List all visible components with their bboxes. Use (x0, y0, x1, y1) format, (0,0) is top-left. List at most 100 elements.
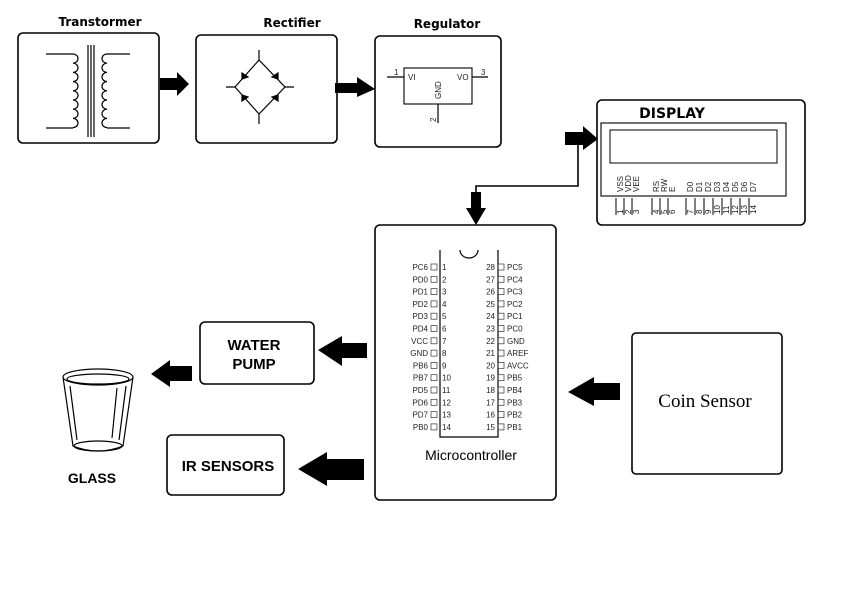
regulator-pin3: 3 (481, 68, 486, 77)
mcu-left-pin-name: PD3 (412, 312, 428, 321)
mcu-pin-pad (497, 337, 505, 345)
mcu-pin-pad (497, 275, 505, 283)
mcu-right-pin-number: 17 (486, 398, 495, 407)
rectifier-title: Rectifier (263, 16, 320, 30)
mcu-left-pin-name: VCC (411, 337, 428, 346)
bridge-rectifier-icon (226, 50, 294, 124)
mcu-left-pin-name: PD0 (412, 275, 428, 284)
power-line-to-microcontroller (475, 145, 579, 205)
mcu-pin-pad (430, 337, 438, 345)
mcu-left-pin-number: 2 (442, 275, 447, 284)
mcu-right-pin-name: PC2 (507, 300, 523, 309)
lcd-signal-label: RW (660, 178, 669, 192)
mcu-right-pin-name: PC4 (507, 275, 523, 284)
arrow-rectifier-to-regulator (335, 77, 375, 97)
mcu-left-pin-name: PC6 (412, 263, 428, 272)
ir-sensors-label: IR SENSORS (182, 458, 275, 475)
lcd-pin-number: 2 (624, 209, 633, 214)
glass-label: GLASS (68, 470, 116, 486)
mcu-pin-pad (497, 386, 505, 394)
arrow-transformer-to-rectifier (160, 72, 189, 96)
arrow-coin-sensor-to-mcu (568, 377, 620, 406)
lcd-pin-number: 7 (686, 209, 695, 214)
mcu-left-pin-name: PD4 (412, 325, 428, 334)
regulator-pin1: 1 (394, 68, 399, 77)
mcu-right-pin-name: PC1 (507, 312, 523, 321)
mcu-left-pin-number: 12 (442, 398, 451, 407)
lcd-signal-label: D7 (749, 181, 758, 192)
mcu-right-pin-name: PB1 (507, 423, 523, 432)
mcu-pin-pad (430, 288, 438, 295)
lcd-frame (600, 122, 787, 197)
mcu-left-pin-name: PD5 (412, 386, 428, 395)
lcd-signal-label: D2 (704, 181, 713, 192)
mcu-left-pin-number: 5 (442, 312, 447, 321)
mcu-pin-pad (497, 398, 505, 406)
glass-icon (62, 368, 134, 452)
lcd-pin-number: 10 (713, 205, 722, 214)
mcu-left-pin-number: 10 (442, 374, 451, 383)
lcd-signal-label: E (668, 187, 677, 192)
mcu-pin-pad (430, 423, 438, 431)
regulator-title: Regulator (414, 17, 481, 31)
mcu-right-pin-name: AVCC (507, 361, 529, 370)
lcd-pin-number: 8 (695, 209, 704, 214)
lcd-pin-number: 13 (740, 205, 749, 214)
lcd-pin-number: 9 (704, 209, 713, 214)
lcd-signal-label: D1 (695, 181, 704, 192)
mcu-right-pin-number: 26 (486, 288, 495, 297)
arrow-water-pump-to-glass (151, 360, 192, 387)
lcd-signal-label: D3 (713, 181, 722, 192)
mcu-left-pin-number: 8 (442, 349, 447, 358)
mcu-pin-pad (497, 300, 505, 308)
mcu-right-pin-number: 20 (486, 361, 495, 370)
mcu-left-pin-number: 9 (442, 361, 447, 370)
lcd-pin-number: 1 (616, 209, 625, 214)
mcu-pin-pad (497, 411, 505, 418)
rectifier-block: Rectifier (195, 16, 338, 144)
lcd-pin-number: 4 (652, 209, 661, 214)
mcu-left-pin-number: 6 (442, 325, 447, 334)
coin-sensor-label: Coin Sensor (658, 391, 752, 412)
mcu-right-pin-name: PB2 (507, 411, 523, 420)
microcontroller-label: Microcontroller (425, 447, 517, 463)
mcu-left-pin-number: 14 (442, 423, 451, 432)
mcu-left-pin-name: PD7 (412, 411, 428, 420)
arrow-regulator-to-display (565, 126, 598, 150)
mcu-right-pin-name: PC5 (507, 263, 523, 272)
lcd-signal-label: VSS (616, 176, 625, 192)
mcu-right-pin-name: PC3 (507, 288, 523, 297)
mcu-left-pin-name: PB6 (413, 361, 429, 370)
mcu-right-pin-number: 25 (486, 300, 495, 309)
lcd-signal-label: RS (652, 181, 661, 192)
mcu-left-pin-name: PD1 (412, 288, 428, 297)
lcd-signal-label: D6 (740, 181, 749, 192)
lcd-signal-label: VEE (632, 176, 641, 192)
regulator-icon: 1 3 VI VO GND 2 (387, 67, 488, 123)
mcu-pin-pad (430, 362, 438, 369)
regulator-vo: VO (457, 73, 469, 82)
mcu-left-pin-name: PB7 (413, 374, 429, 383)
transformer-block: Transtormer (17, 15, 160, 144)
mcu-right-pin-name: PB3 (507, 398, 523, 407)
coin-sensor-block: Coin Sensor (631, 332, 783, 475)
mcu-pin-pad (497, 423, 505, 431)
mcu-pin-pad (497, 263, 505, 271)
regulator-vi: VI (408, 73, 416, 82)
lcd-screen (609, 129, 778, 164)
mcu-right-pin-name: PC0 (507, 325, 523, 334)
mcu-right-pin-name: AREF (507, 349, 528, 358)
water-pump-line1: WATER (227, 337, 280, 354)
mcu-pin-pad (430, 275, 438, 283)
mcu-right-pin-number: 24 (486, 312, 495, 321)
mcu-left-pin-name: PB0 (413, 423, 429, 432)
mcu-pin-pad (430, 325, 438, 332)
mcu-pin-pad (430, 312, 438, 320)
mcu-right-pin-number: 18 (486, 386, 495, 395)
mcu-left-pin-number: 3 (442, 288, 447, 297)
regulator-gnd: GND (434, 81, 443, 99)
mcu-left-pin-number: 1 (442, 263, 447, 272)
mcu-pin-pad (430, 386, 438, 394)
